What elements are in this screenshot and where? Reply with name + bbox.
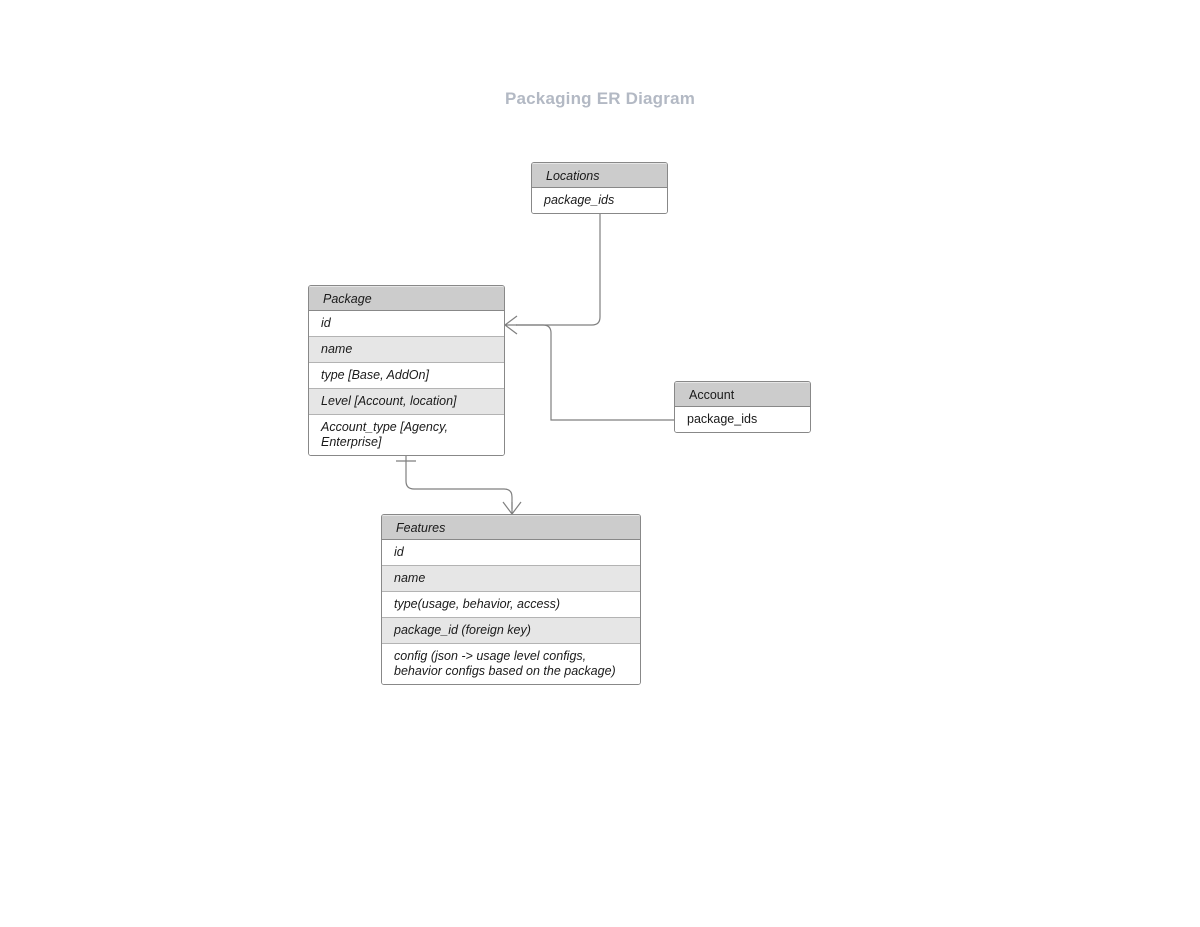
entity-package[interactable]: Package id name type [Base, AddOn] Level… — [308, 285, 505, 456]
edge-package-features — [405, 447, 513, 509]
crows-foot-features-top — [502, 501, 522, 515]
entity-features-attr-package_id: package_id (foreign key) — [382, 618, 640, 644]
page-title: Packaging ER Diagram — [504, 89, 696, 108]
entity-features-title: Features — [382, 515, 640, 540]
entity-package-attr-type: type [Base, AddOn] — [309, 363, 504, 389]
entity-features-attr-config: config (json -> usage level configs, beh… — [382, 644, 640, 684]
entity-features[interactable]: Features id name type(usage, behavior, a… — [381, 514, 641, 685]
entity-package-attr-account_type: Account_type [Agency, Enterprise] — [309, 415, 504, 455]
entity-locations-attr-package_ids: package_ids — [532, 188, 667, 213]
edge-locations-package — [516, 211, 601, 326]
entity-account-attr-package_ids: package_ids — [675, 407, 810, 432]
entity-package-attr-name: name — [309, 337, 504, 363]
entity-features-attr-name: name — [382, 566, 640, 592]
crows-foot-package-left — [504, 315, 518, 335]
entity-account-title: Account — [675, 382, 810, 407]
entity-locations-title: Locations — [532, 163, 667, 188]
entity-features-attr-type: type(usage, behavior, access) — [382, 592, 640, 618]
entity-package-attr-id: id — [309, 311, 504, 337]
entity-features-attr-id: id — [382, 540, 640, 566]
entity-package-attr-level: Level [Account, location] — [309, 389, 504, 415]
edge-account-package — [516, 324, 674, 421]
entity-account[interactable]: Account package_ids — [674, 381, 811, 433]
entity-package-title: Package — [309, 286, 504, 311]
entity-locations[interactable]: Locations package_ids — [531, 162, 668, 214]
